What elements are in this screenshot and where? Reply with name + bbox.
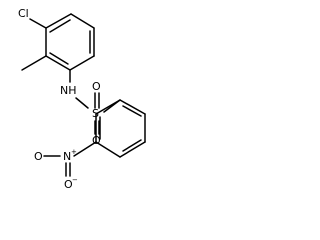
molecular-structure-diagram: Cl NH S O O N + O O − — [18, 7, 146, 191]
nitro-oxygen-bottom-label: O — [64, 178, 73, 191]
ring2-bond — [119, 99, 146, 115]
ring2-bond — [119, 141, 146, 158]
nitro-positive-charge: + — [71, 148, 77, 156]
ring1-bond — [45, 13, 72, 29]
chloromethylphenyl-ring — [45, 13, 95, 71]
ring2-bond — [95, 99, 121, 115]
ring2-inner-double-bond — [122, 105, 142, 117]
ring2-inner-double-bond — [122, 139, 142, 152]
amine-atom-label: NH — [60, 84, 77, 97]
nitro-oxygen-left-label: O — [34, 150, 43, 163]
ring1-bond — [69, 55, 95, 71]
sulfur-atom-label: S — [92, 107, 99, 120]
c-cl-bond — [29, 18, 47, 29]
sulfonyl-oxygen-top-label: O — [92, 80, 101, 93]
n-s-bond — [75, 97, 89, 109]
sulfonyl-oxygen-bottom-label: O — [92, 134, 101, 147]
c-no2-bond — [73, 141, 97, 157]
ring1-inner-double-bond — [49, 52, 69, 65]
ring2-bond — [95, 141, 121, 158]
chlorine-atom-label: Cl — [18, 7, 29, 20]
nitro-nitrogen-label: N — [63, 150, 71, 163]
nitrophenyl-ring — [95, 99, 146, 158]
nitro-negative-charge: − — [72, 176, 78, 184]
ring1-inner-double-bond — [49, 19, 71, 33]
methyl-bond — [21, 55, 47, 71]
ring1-bond — [70, 13, 95, 29]
ring1-bond — [45, 55, 71, 71]
